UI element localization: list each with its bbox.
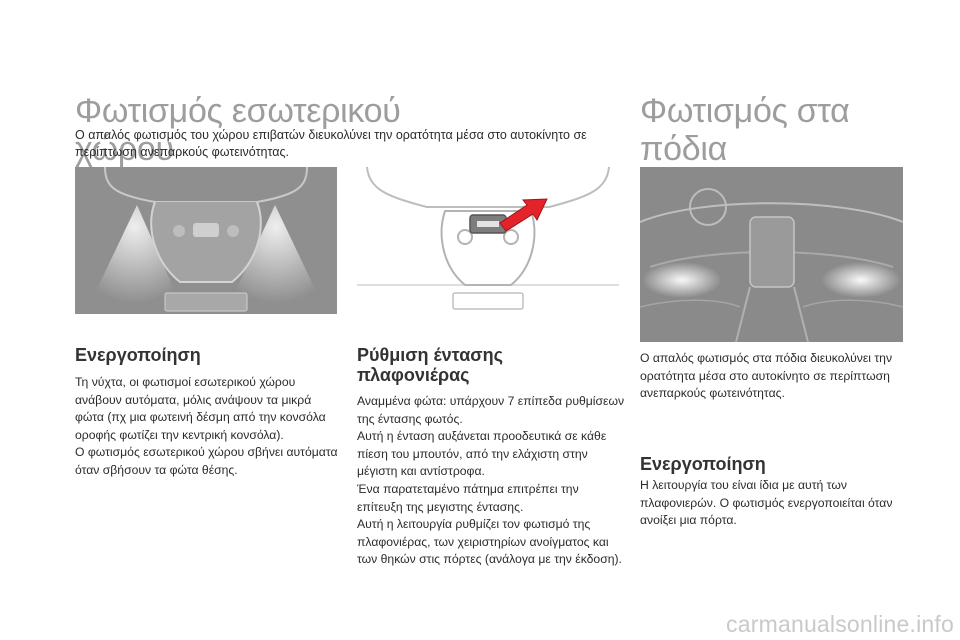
foot-lighting-intro: Ο απαλός φωτισμός στα πόδια διευκολύνει … <box>640 351 893 401</box>
activation-text-foot: Η λειτουργία του είναι ίδια με αυτή των … <box>640 478 893 528</box>
activation-text-interior: Τη νύχτα, οι φωτισμοί εσωτερικού χώρου α… <box>75 375 338 477</box>
brightness-button-illustration <box>357 167 619 314</box>
ceiling-light-illustration <box>75 167 337 314</box>
brightness-text: Αναμμένα φώτα: υπάρχουν 7 επίπεδα ρυθμίσ… <box>357 394 625 567</box>
page-title-interior-lighting: Φωτισμός εσωτερικού χώρου <box>75 92 401 168</box>
activation-heading-foot: Ενεργοποίηση <box>640 454 766 474</box>
brightness-heading: Ρύθμιση έντασης πλαφονιέρας <box>357 345 503 385</box>
activation-heading-interior: Ενεργοποίηση <box>75 345 201 365</box>
interior-lighting-intro: Ο απαλός φωτισμός του χώρου επιβατών διε… <box>75 128 587 159</box>
site-watermark: carmanualsonline.info <box>726 611 954 637</box>
footwell-lighting-illustration <box>640 167 903 342</box>
page-title-foot-lighting: Φωτισμός στα πόδια <box>640 92 850 168</box>
